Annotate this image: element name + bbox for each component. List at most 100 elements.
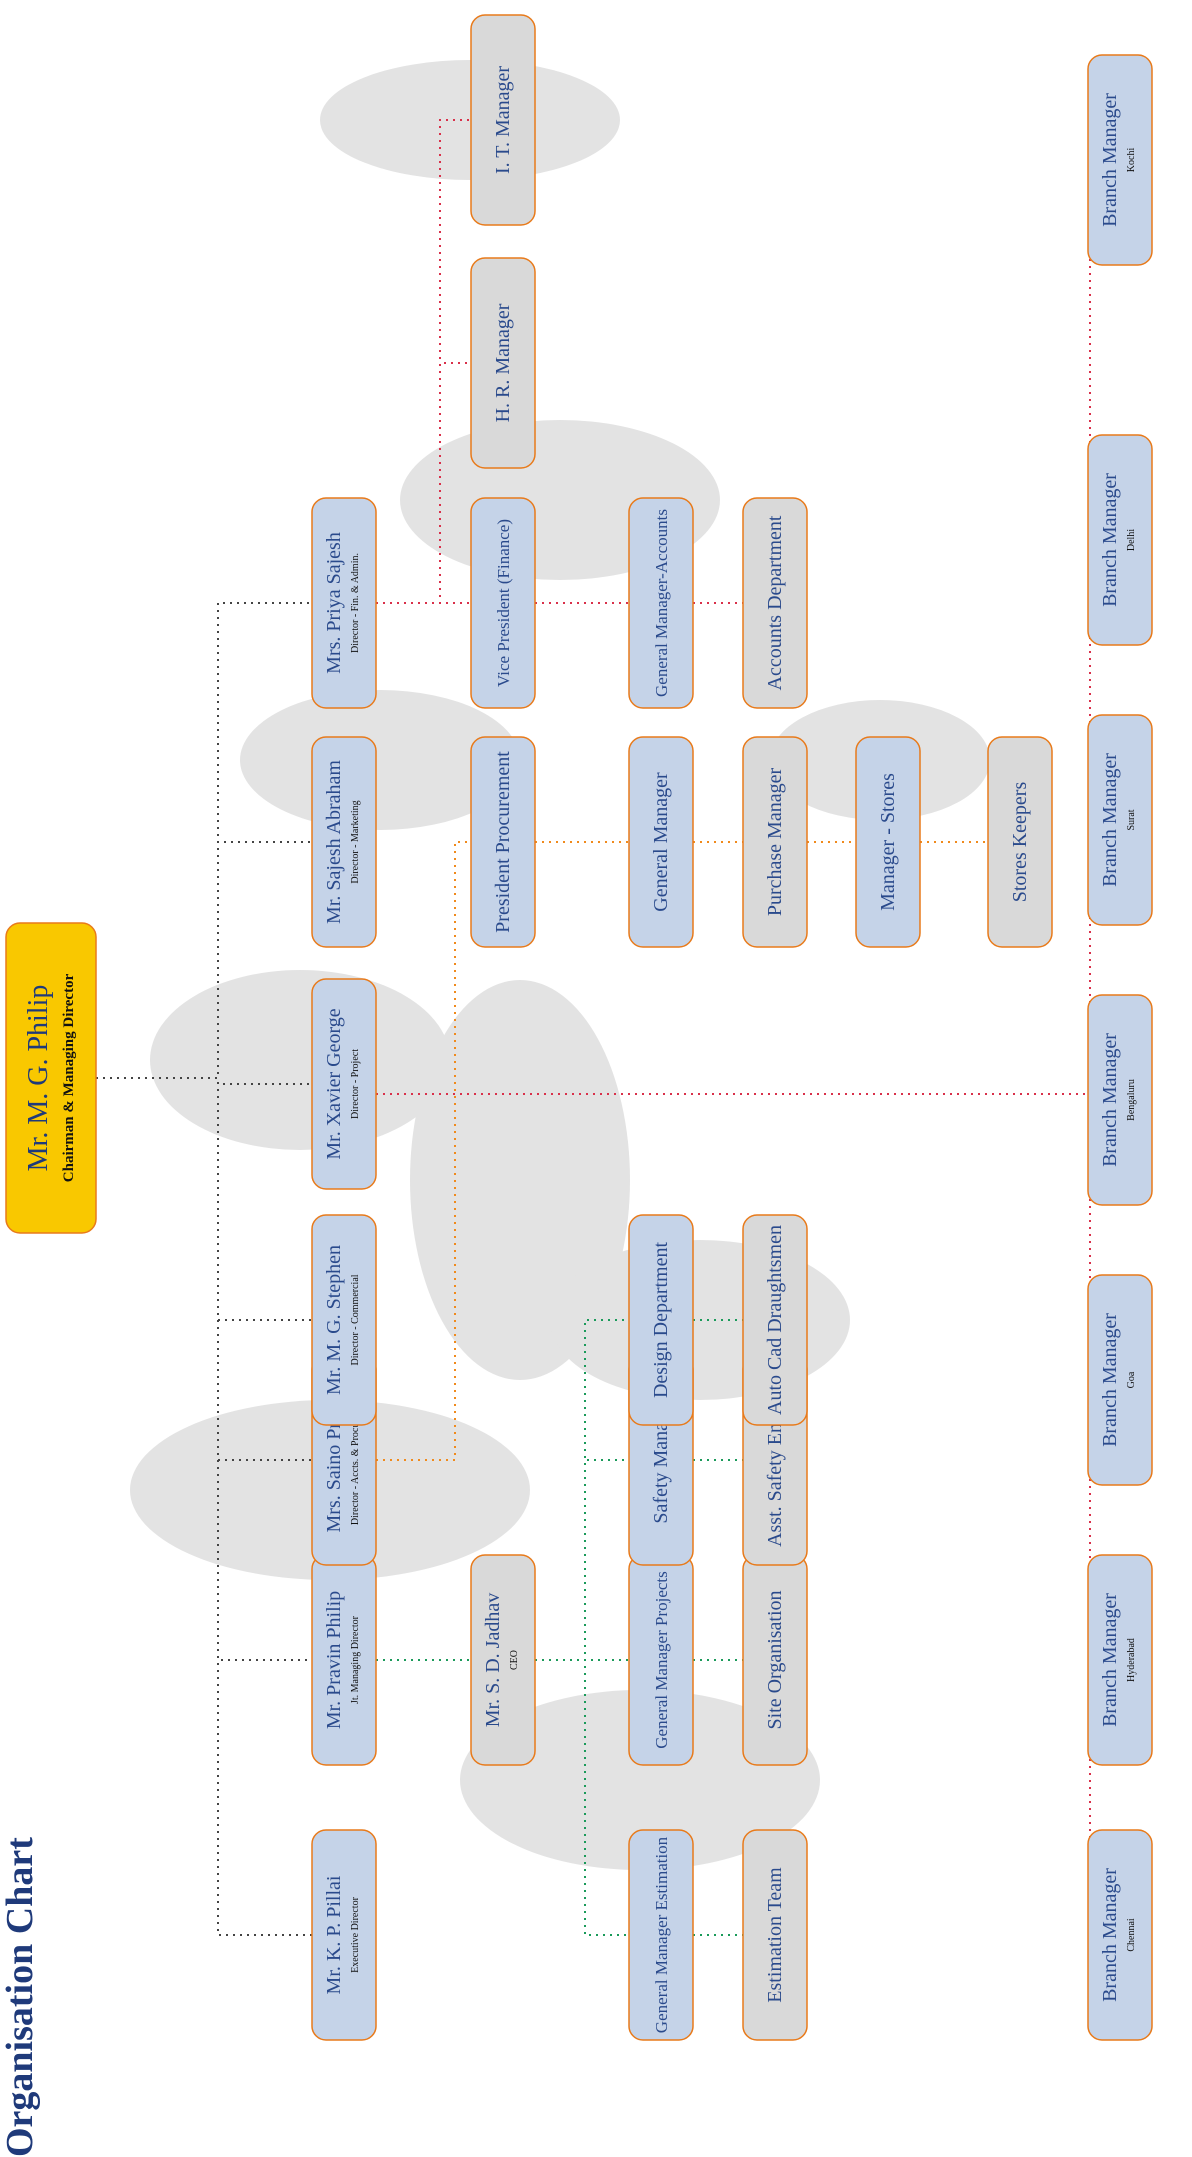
node-bm1: Branch Manager Chennai: [1087, 1829, 1153, 2041]
node-title: Safety Manager: [650, 1396, 672, 1524]
node-subtitle: Director - Accts. & Procurement: [350, 1395, 361, 1525]
node-title: Vice President (Finance): [494, 519, 513, 687]
node-pp: President Procurement: [470, 736, 536, 948]
node-title: Mr. M. G. Stephen: [323, 1245, 345, 1395]
page-title: Organisation Chart: [0, 1837, 41, 2157]
node-title: Branch Manager: [1099, 93, 1121, 227]
node-title: Mr. Xavier George: [323, 1008, 345, 1159]
node-pm: Purchase Manager: [742, 736, 808, 948]
node-box: [470, 14, 536, 226]
node-title: Site Organisation: [764, 1590, 786, 1729]
node-kpp: Mr. K. P. Pillai Executive Director: [311, 1829, 377, 2041]
node-box: [1087, 54, 1153, 266]
node-box: [628, 736, 694, 948]
silhouette-shape: [150, 970, 450, 1150]
node-title: General Manager Projects: [652, 1571, 671, 1748]
chart-nodes: Mr. M. G. Philip Chairman & Managing Dire…: [5, 14, 1153, 2041]
node-box: [311, 978, 377, 1190]
edge-md-xg: [96, 1077, 312, 1085]
node-subtitle: Goa: [1126, 1371, 1137, 1388]
node-box: [1087, 994, 1153, 1206]
node-box: [742, 497, 808, 709]
node-box: [311, 1829, 377, 2041]
node-ppp: Mr. Pravin Philip Jt. Managing Director: [311, 1554, 377, 1766]
node-title: Branch Manager: [1099, 1593, 1121, 1727]
node-sk: Stores Keepers: [987, 736, 1053, 948]
node-title: Manager - Stores: [877, 773, 899, 911]
node-subtitle: Director - Project: [350, 1049, 361, 1119]
node-subtitle: Jt. Managing Director: [350, 1615, 361, 1704]
node-title: Mr. K. P. Pillai: [323, 1875, 345, 1994]
node-title: General Manager-Accounts: [652, 509, 671, 697]
node-box: [987, 736, 1053, 948]
node-subtitle: Director - Marketing: [350, 800, 361, 883]
node-title: I. T. Manager: [492, 66, 514, 174]
node-subtitle: Kochi: [1126, 148, 1137, 173]
node-title: Stores Keepers: [1009, 782, 1031, 903]
node-et: Estimation Team: [742, 1829, 808, 2041]
node-title: Estimation Team: [764, 1867, 786, 2003]
node-title: Branch Manager: [1099, 473, 1121, 607]
node-title: Mr. S. D. Jadhav: [482, 1593, 504, 1727]
node-ms: Manager - Stores: [855, 736, 921, 948]
silhouette-shape: [240, 690, 520, 830]
node-title: Purchase Manager: [764, 768, 786, 917]
node-subtitle: Chennai: [1126, 1918, 1137, 1952]
node-box: [1087, 714, 1153, 926]
node-gm: General Manager: [628, 736, 694, 948]
node-box: [470, 1554, 536, 1766]
node-title: Accounts Department: [764, 515, 786, 690]
node-subtitle: Director - Fin. & Admin.: [350, 553, 361, 653]
node-subtitle: CEO: [509, 1650, 520, 1670]
node-box: [311, 736, 377, 948]
node-title: Mr. Pravin Philip: [323, 1591, 345, 1729]
node-box: [1087, 434, 1153, 646]
node-box: [1087, 1274, 1153, 1486]
node-title: Mr. Sajesh Abraham: [323, 760, 345, 924]
node-box: [628, 1829, 694, 2041]
node-title: General Manager Estimation: [652, 1836, 671, 2033]
silhouette-shape: [460, 1690, 820, 1870]
node-title: Branch Manager: [1099, 1313, 1121, 1447]
node-md: Mr. M. G. Philip Chairman & Managing Dire…: [5, 922, 97, 1234]
node-box: [628, 497, 694, 709]
node-acd: Auto Cad Draughtsmen: [742, 1214, 808, 1426]
node-title: Design Department: [650, 1242, 672, 1399]
node-box: [855, 736, 921, 948]
node-bm3: Branch Manager Goa: [1087, 1274, 1153, 1486]
node-so: Site Organisation: [742, 1554, 808, 1766]
node-subtitle: Surat: [1126, 809, 1137, 830]
node-box: [470, 736, 536, 948]
node-gma: General Manager-Accounts: [628, 497, 694, 709]
node-title: General Manager: [650, 772, 672, 912]
node-title: H. R. Manager: [492, 303, 514, 422]
node-box: [742, 1829, 808, 2041]
node-vpf: Vice President (Finance): [470, 497, 536, 709]
node-title: Branch Manager: [1099, 1033, 1121, 1167]
node-subtitle: Hyderabad: [1126, 1638, 1137, 1682]
node-hr: H. R. Manager: [470, 257, 536, 469]
node-title: Auto Cad Draughtsmen: [764, 1225, 786, 1415]
node-box: [311, 1214, 377, 1426]
node-box: [1087, 1829, 1153, 2041]
background-silhouettes: [130, 60, 990, 1870]
node-subtitle: Executive Director: [350, 1896, 361, 1972]
node-box: [742, 1214, 808, 1426]
node-subtitle: Delhi: [1126, 529, 1137, 551]
node-bm7: Branch Manager Kochi: [1087, 54, 1153, 266]
silhouette-shape: [320, 60, 620, 180]
node-ad: Accounts Department: [742, 497, 808, 709]
node-subtitle: Chairman & Managing Director: [61, 973, 77, 1182]
node-it: I. T. Manager: [470, 14, 536, 226]
node-gme: General Manager Estimation: [628, 1829, 694, 2041]
node-sa: Mr. Sajesh Abraham Director - Marketing: [311, 736, 377, 948]
edge-ceo-sm: [535, 1459, 629, 1661]
node-box: [628, 1214, 694, 1426]
edge-xg-bm7: [376, 159, 1091, 1095]
node-box: [742, 736, 808, 948]
node-title: Mr. M. G. Philip: [23, 985, 54, 1172]
node-box: [311, 497, 377, 709]
node-title: Branch Manager: [1099, 1868, 1121, 2002]
node-bm6: Branch Manager Delhi: [1087, 434, 1153, 646]
